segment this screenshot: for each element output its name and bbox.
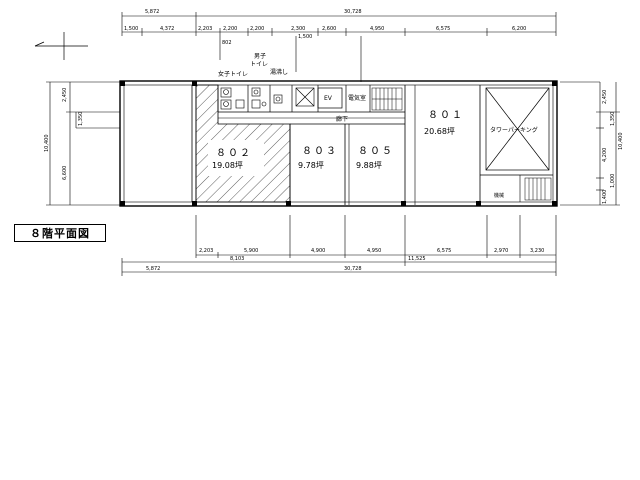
dim-top2-6: 2,600 [322, 26, 336, 32]
dim-right-4: 1,400 [602, 190, 608, 204]
dim-bot2-1: 11,525 [408, 256, 426, 262]
dim-bot-5: 2,970 [494, 248, 508, 254]
dim-bot-0: 2,203 [199, 248, 213, 254]
dim-left-3: 6,600 [62, 166, 68, 180]
dim-top2-5: 2,300 [291, 26, 305, 32]
corridor-label: 廊下 [336, 115, 348, 123]
room-801-area-text: 20.68坪 [424, 127, 455, 136]
kitchenette-label: 湯沸し [270, 68, 288, 76]
room-805: ８０５ 9.88坪 [356, 146, 394, 170]
dim-top2-3: 2,200 [223, 26, 237, 32]
dim-top2-0: 1,500 [124, 26, 138, 32]
right-dimension-text: 2,450 1,350 4,200 1,000 1,400 10,400 [602, 90, 624, 204]
floor-plan: 5,872 30,728 1,500 4,372 2,203 2,200 2,2… [34, 9, 624, 276]
reference-axis-mark [34, 32, 88, 60]
bottom-dimensions [121, 215, 557, 276]
dim-top-5872: 5,872 [145, 9, 159, 15]
dim-bot3-1: 30,728 [344, 266, 362, 272]
dim-top2-8: 6,575 [436, 26, 450, 32]
room-803-area-text: 9.78坪 [298, 161, 324, 170]
dim-bot-3: 4,950 [367, 248, 381, 254]
dim-top2-2: 2,203 [198, 26, 212, 32]
room-802-number: ８０２ [216, 148, 252, 159]
dim-top-1500: 1,500 [298, 34, 312, 40]
stairs-center [371, 87, 403, 111]
dim-top-802: 802 [222, 40, 232, 46]
room-labels: 女子トイレ 男子 トイレ 湯沸し EV 電気室 廊下 タワーパーキング 機械 [218, 53, 538, 199]
dim-left-0: 2,450 [62, 88, 68, 102]
toilet-fixtures [220, 87, 315, 110]
top-dimension-text: 5,872 30,728 1,500 4,372 2,203 2,200 2,2… [124, 9, 526, 46]
dim-right-1: 1,350 [610, 112, 616, 126]
stairs-right [524, 177, 552, 201]
room-801-number: ８０１ [428, 110, 464, 121]
electrical-room-text: 電気室 [348, 94, 366, 102]
dim-right-3: 1,000 [610, 174, 616, 188]
room-803-number: ８０３ [302, 146, 338, 157]
dim-left-1: 1,350 [78, 112, 84, 126]
dim-right-5: 10,400 [618, 133, 624, 151]
tower-parking-label: タワーパーキング [490, 126, 538, 134]
dim-left-2: 10,400 [44, 135, 50, 153]
room-805-number: ８０５ [358, 146, 394, 157]
left-dimension-text: 2,450 1,350 10,400 6,600 [44, 88, 84, 180]
dim-bot-6: 3,230 [530, 248, 544, 254]
small-room-label: 機械 [494, 192, 504, 199]
mens-toilet-label-2: トイレ [250, 61, 268, 68]
dim-right-2: 4,200 [602, 148, 608, 162]
dim-bot2-0: 8,103 [230, 256, 244, 262]
floor-label: ８階平面図 [14, 224, 106, 242]
dim-bot3-0: 5,872 [146, 266, 160, 272]
dim-right-0: 2,450 [602, 90, 608, 104]
right-dimensions [560, 81, 620, 206]
ev-label: EV [324, 95, 333, 102]
room-805-area-text: 9.88坪 [356, 161, 382, 170]
room-801: ８０１ 20.68坪 [424, 110, 464, 136]
dim-bot-1: 5,900 [244, 248, 258, 254]
dim-top2-4: 2,200 [250, 26, 264, 32]
dim-bot-2: 4,900 [311, 248, 325, 254]
top-dimensions [121, 12, 557, 82]
dim-top-30728: 30,728 [344, 9, 362, 15]
bottom-dimension-text: 2,203 5,900 4,900 4,950 6,575 2,970 3,23… [146, 248, 544, 272]
room-802: ８０２ 19.08坪 [208, 140, 264, 176]
building-walls [119, 80, 558, 207]
dim-bot-4: 6,575 [437, 248, 451, 254]
dim-top2-9: 6,200 [512, 26, 526, 32]
womens-toilet-label: 女子トイレ [218, 70, 248, 78]
dim-top2-1: 4,372 [160, 26, 174, 32]
tower-parking [485, 87, 550, 171]
left-dimensions [46, 81, 120, 206]
mens-toilet-label-1: 男子 [254, 53, 266, 60]
room-803: ８０３ 9.78坪 [298, 146, 338, 170]
room-802-area-text: 19.08坪 [212, 161, 243, 170]
columns [120, 81, 557, 206]
dim-top2-7: 4,950 [370, 26, 384, 32]
ev-box [317, 87, 343, 109]
